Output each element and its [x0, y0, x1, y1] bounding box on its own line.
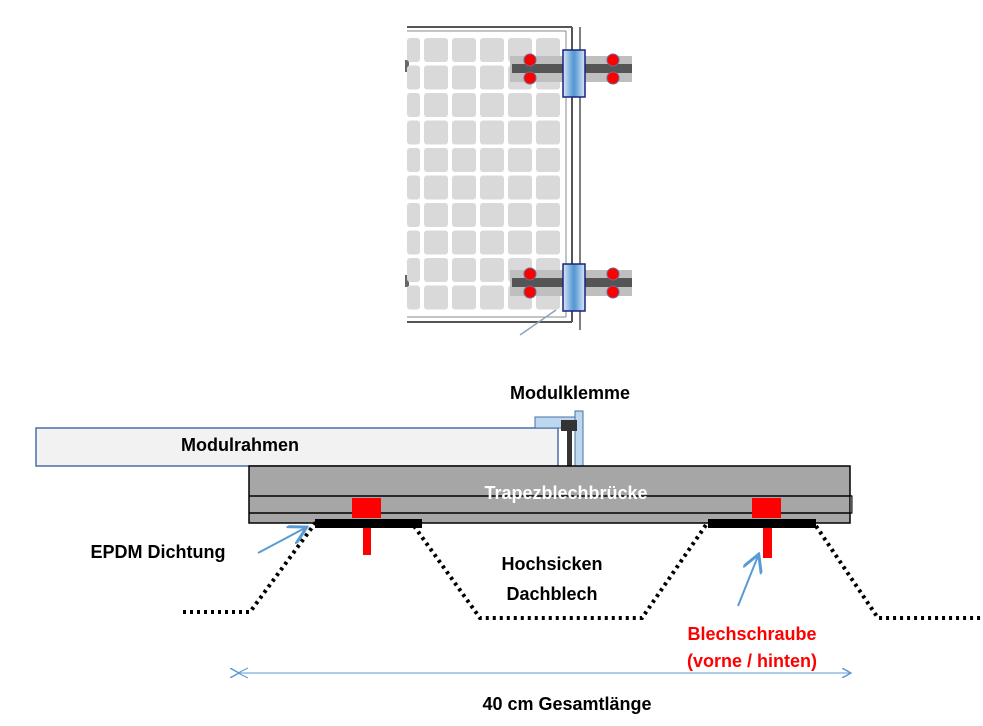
- solar-cell: [508, 120, 532, 145]
- solar-cell: [536, 230, 560, 255]
- sheet-metal-screws: [352, 498, 781, 558]
- solar-cell: [536, 203, 560, 227]
- solar-cell: [424, 120, 448, 145]
- solar-cell: [452, 175, 476, 200]
- screw-dot: [606, 71, 620, 85]
- solar-cell: [452, 148, 476, 172]
- solar-cell: [536, 148, 560, 172]
- solar-cell: [480, 230, 504, 255]
- solar-cell: [407, 175, 420, 200]
- gasket-arrow: [257, 528, 305, 554]
- screw-dot: [523, 71, 537, 85]
- roof-sheet-profile: [814, 524, 983, 620]
- solar-cell: [536, 175, 560, 200]
- frame-label: Modulrahmen: [181, 435, 299, 455]
- solar-cell: [480, 65, 504, 90]
- solar-cell: [407, 65, 420, 90]
- clamp-label: Modulklemme: [510, 383, 630, 403]
- solar-cell: [452, 120, 476, 145]
- solar-cell: [480, 203, 504, 227]
- solar-cell: [452, 230, 476, 255]
- solar-cell: [452, 65, 476, 90]
- screw-dot: [523, 53, 537, 67]
- solar-cell: [424, 148, 448, 172]
- solar-cell: [480, 175, 504, 200]
- solar-cell: [407, 285, 420, 310]
- gasket-label: EPDM Dichtung: [91, 542, 226, 562]
- solar-cell: [407, 258, 420, 282]
- solar-cell: [536, 93, 560, 117]
- epdm-gaskets: [315, 519, 816, 528]
- solar-cell: [424, 38, 448, 62]
- solar-cell: [424, 258, 448, 282]
- dimension-label: 40 cm Gesamtlänge: [482, 694, 651, 714]
- solar-cell: [424, 203, 448, 227]
- solar-cell: [536, 120, 560, 145]
- solar-cell: [424, 285, 448, 310]
- screw-arrow: [737, 556, 758, 607]
- solar-cell: [424, 65, 448, 90]
- module-clamp-top: [562, 263, 586, 312]
- solar-cell: [452, 285, 476, 310]
- solar-cell: [508, 93, 532, 117]
- solar-cell: [407, 148, 420, 172]
- solar-cell: [424, 93, 448, 117]
- screw-dot: [523, 285, 537, 299]
- solar-cell: [452, 93, 476, 117]
- screw-dot: [606, 267, 620, 281]
- solar-cell: [407, 38, 420, 62]
- roof-sheet-profile: [183, 520, 318, 614]
- solar-panel-top-view: [405, 26, 581, 336]
- screw-label-2: (vorne / hinten): [687, 651, 817, 671]
- module-clamp-top: [562, 49, 586, 98]
- solar-cell: [452, 38, 476, 62]
- solar-cell: [424, 230, 448, 255]
- solar-cell: [508, 148, 532, 172]
- solar-cell: [407, 93, 420, 117]
- solar-cell: [480, 148, 504, 172]
- screw-dot: [523, 267, 537, 281]
- solar-cell: [452, 203, 476, 227]
- solar-cell: [480, 285, 504, 310]
- solar-cell: [424, 175, 448, 200]
- solar-cell: [508, 203, 532, 227]
- solar-cell: [508, 230, 532, 255]
- screw-dot: [606, 285, 620, 299]
- solar-cell: [480, 93, 504, 117]
- solar-cell: [480, 38, 504, 62]
- solar-cell: [480, 120, 504, 145]
- solar-cell: [407, 230, 420, 255]
- roof-sheet-profile: [412, 520, 710, 620]
- bridge-label: Trapezblechbrücke: [484, 483, 647, 503]
- solar-cell: [407, 203, 420, 227]
- solar-cell: [508, 175, 532, 200]
- trapezoid-bridge: [248, 465, 853, 524]
- solar-cell: [480, 258, 504, 282]
- roof-label-1: Hochsicken: [501, 554, 602, 574]
- solar-cell: [452, 258, 476, 282]
- solar-cell: [407, 120, 420, 145]
- screw-label-1: Blechschraube: [687, 624, 816, 644]
- screw-dot: [606, 53, 620, 67]
- roof-label-2: Dachblech: [506, 584, 597, 604]
